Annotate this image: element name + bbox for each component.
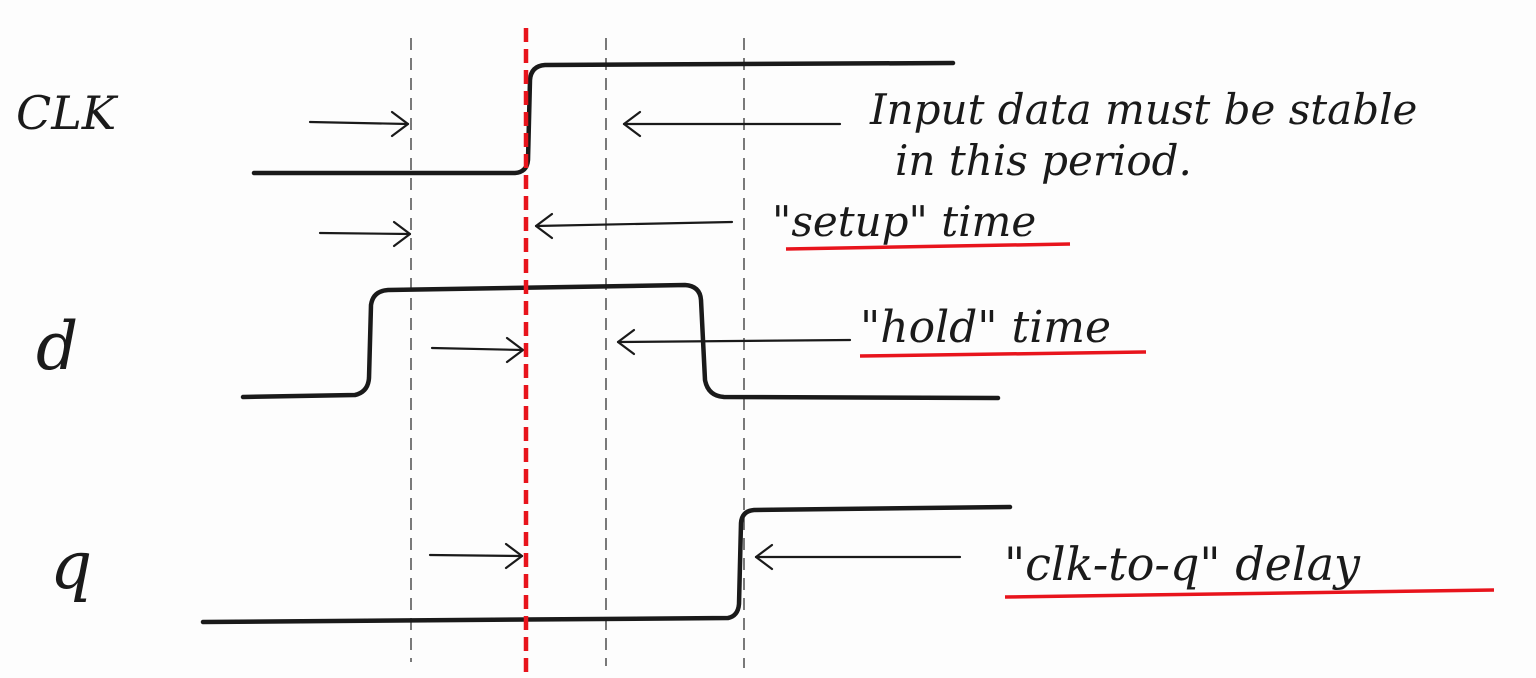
clk-waveform — [251, 60, 956, 176]
hold-time-label: "hold" time — [860, 302, 1111, 353]
d-signal-label: d — [36, 308, 78, 385]
q-waveform — [200, 504, 1013, 625]
clk-signal-label: CLK — [16, 86, 119, 140]
setup-underline — [785, 242, 1071, 251]
q-signal-label: q — [50, 527, 92, 604]
setup-left-arrow — [318, 220, 412, 248]
q-left-arrow — [428, 542, 524, 570]
hold-right-arrow — [616, 328, 852, 356]
clk-to-q-arrow — [754, 543, 962, 571]
stable-note-line1: Input data must be stable — [869, 85, 1417, 134]
stable-note-line2: in this period. — [895, 136, 1192, 185]
setup-time-label: "setup" time — [772, 197, 1036, 246]
setup-right-arrow — [534, 212, 734, 240]
clk-setup-arrow — [308, 110, 410, 138]
clk-to-q-underline — [1004, 588, 1495, 599]
d-waveform — [240, 282, 1001, 401]
hold-left-arrow — [430, 336, 525, 364]
hold-underline — [859, 350, 1147, 358]
stable-period-arrow — [622, 110, 842, 138]
clk-to-q-delay-label: "clk-to-q" delay — [1004, 537, 1361, 591]
